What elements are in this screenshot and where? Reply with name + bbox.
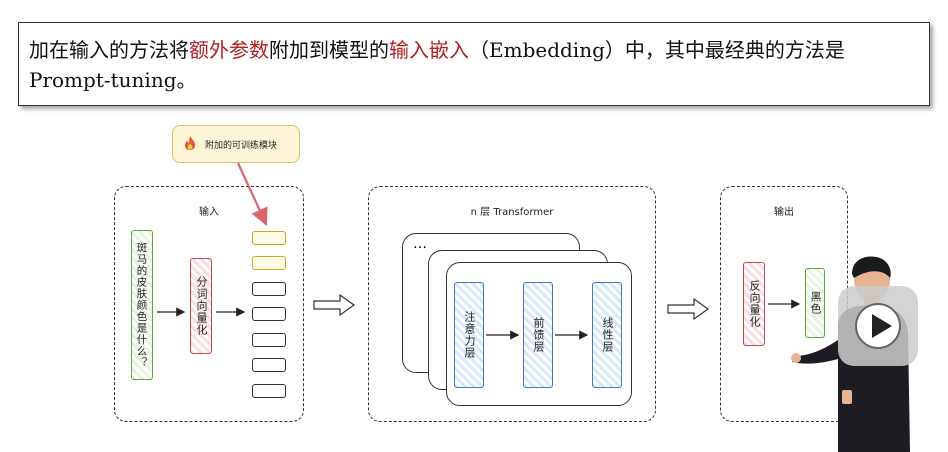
callout-text-3: （Embedding）中，其中最经典的方法是 Prompt-tuning。 (29, 38, 845, 92)
tokenize-box: 分词向量化 (190, 258, 212, 354)
embedding-token (252, 307, 286, 321)
embedding-token (252, 282, 286, 296)
embedding-token (252, 358, 286, 372)
output-panel-title: 输出 (774, 207, 794, 218)
embedding-token (252, 384, 286, 398)
play-button[interactable] (838, 286, 918, 366)
callout-text-2: 附加到模型的 (269, 38, 389, 62)
callout-highlight-input-embedding: 输入嵌入 (389, 38, 469, 62)
callout-highlight-extra-params: 额外参数 (189, 38, 269, 62)
question-box: 斑马的皮肤颜色是什么？ (131, 230, 153, 380)
embedding-token (252, 333, 286, 347)
trainable-module-tag: 附加的可训练模块 (172, 125, 300, 163)
input-panel-title: 输入 (199, 207, 219, 218)
fire-icon (183, 135, 197, 154)
transformer-panel-title: n 层 Transformer (470, 207, 554, 218)
feedforward-layer-box: 前馈层 (523, 282, 553, 388)
detokenize-box: 反向量化 (743, 262, 765, 346)
extra-token (252, 256, 286, 270)
answer-box: 黑色 (805, 268, 825, 338)
description-callout: 加在输入的方法将额外参数附加到模型的输入嵌入（Embedding）中，其中最经典… (18, 22, 930, 106)
arrow-tag-to-extra-tokens (237, 162, 268, 226)
trainable-module-label: 附加的可训练模块 (205, 140, 278, 151)
callout-text-1: 加在输入的方法将 (29, 38, 189, 62)
hollow-arrow-input-to-transformer (313, 293, 356, 317)
extra-token (252, 231, 286, 245)
hollow-arrow-transformer-to-output (667, 297, 710, 321)
play-icon (855, 303, 901, 349)
ellipsis-label: … (413, 236, 427, 252)
attention-layer-box: 注意力层 (454, 282, 484, 388)
linear-layer-box: 线性层 (592, 282, 622, 388)
